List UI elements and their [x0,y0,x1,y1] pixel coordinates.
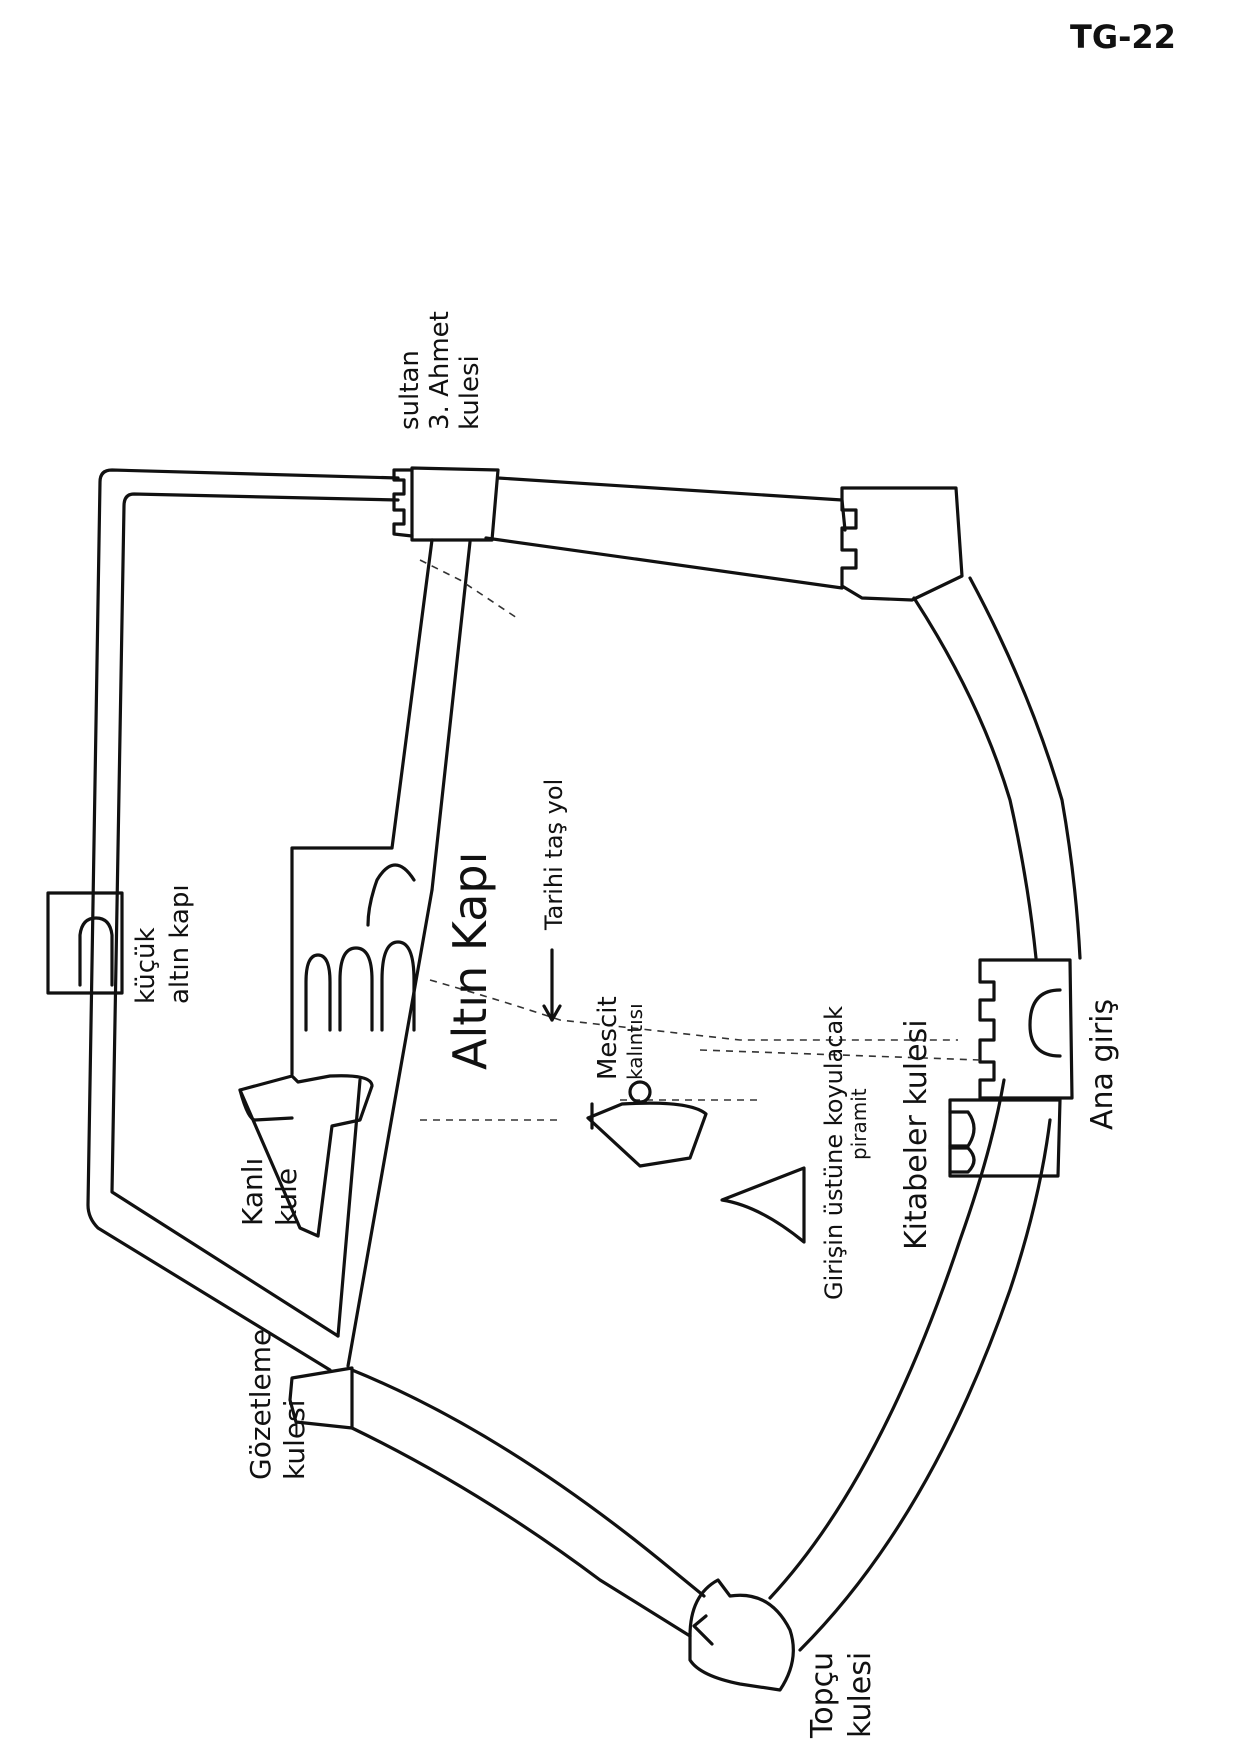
mosque-remains [588,1082,706,1166]
label-small-gate-line1: küçük [131,927,161,1004]
inner-wall-diagonal [338,890,432,1366]
label-main-entrance: Ana giriş [1085,999,1120,1130]
label-sultan-line3: kulesi [455,355,485,430]
stone-road-path [430,980,958,1040]
label-cannon-tower-line2: kulesi [843,1652,878,1738]
pyramid [722,1168,804,1242]
label-golden-gate: Altın Kapı [443,852,497,1070]
label-mosque-line2: kalıntısı [623,1003,647,1080]
inner-wall-top [486,478,845,588]
label-sultan-line2: 3. Ahmet [425,311,455,430]
label-watch-tower-line2: kulesi [278,1400,311,1480]
label-mosque-line1: Mescit [593,996,623,1080]
stone-road-arrow [544,950,560,1020]
label-inscriptions-tower: Kitabeler kulesi [899,1019,934,1250]
small-golden-gate [48,893,122,993]
bottom-wall [352,1370,704,1636]
label-blood-tower-line2: kule [270,1168,303,1226]
label-blood-tower-line1: Kanlı [236,1158,269,1226]
outer-wall [88,470,398,1370]
label-sultan-line1: sultan [395,350,425,430]
label-cannon-tower-line1: Topçu [805,1652,840,1739]
golden-gate-arches [306,865,414,1030]
label-pyramid-line2: piramit [847,1088,871,1160]
label-watch-tower-line1: Gözetleme [244,1329,277,1480]
label-stone-road: Tarihi taş yol [540,779,568,931]
right-wall-upper [914,578,1080,958]
page-code: TG-22 [1070,18,1176,56]
sultan-ahmet-tower [394,468,498,540]
guide-line-4 [420,560,520,620]
north-east-tower [842,488,962,600]
label-small-gate-line2: altın kapı [165,884,195,1004]
main-entrance-tower [980,960,1072,1098]
label-pyramid-line1: Girişin üstüne koyulacak [820,1006,848,1300]
